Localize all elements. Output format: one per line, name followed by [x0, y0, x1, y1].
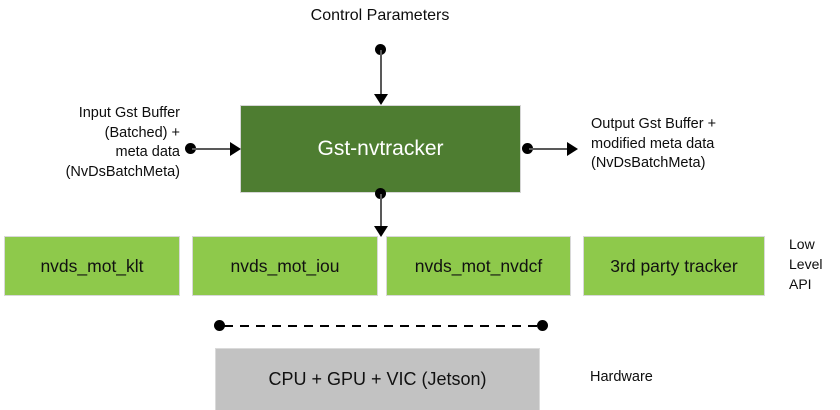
tracker-to-lowlevel-line: [379, 194, 382, 230]
gst-nvtracker-block[interactable]: Gst-nvtracker: [240, 105, 521, 193]
low-level-box-nvds-mot-klt[interactable]: nvds_mot_klt: [4, 236, 180, 296]
input-endpoint-dot: [185, 143, 196, 154]
low-level-box-label: nvds_mot_nvdcf: [414, 255, 543, 276]
low-level-box-label: 3rd party tracker: [610, 255, 738, 276]
input-arrow-head: [230, 141, 241, 156]
output-gst-buffer-label: Output Gst Buffer + modified meta data (…: [591, 116, 717, 171]
hardware-block-label: CPU + GPU + VIC (Jetson): [268, 369, 487, 389]
output-endpoint-dot: [522, 143, 533, 154]
hardware-tier-label: Hardware: [590, 369, 653, 385]
low-level-box-3rd-party-tracker[interactable]: 3rd party tracker: [583, 236, 765, 296]
output-arrow-head: [567, 141, 578, 156]
control-parameters-label: Control Parameters: [310, 7, 450, 24]
control-parameters-arrow-head: [373, 94, 388, 105]
dashed-link-left-dot: [214, 320, 225, 331]
gst-nvtracker-label: Gst-nvtracker: [317, 137, 444, 160]
low-level-box-label: nvds_mot_klt: [40, 255, 144, 276]
lowlevel-to-hardware-dashed-line: [224, 325, 538, 327]
hardware-block[interactable]: CPU + GPU + VIC (Jetson): [215, 348, 540, 410]
low-level-box-nvds-mot-nvdcf[interactable]: nvds_mot_nvdcf: [386, 236, 571, 296]
tracker-bottom-endpoint-dot: [375, 188, 386, 199]
control-parameters-endpoint-dot: [375, 44, 386, 55]
low-level-box-label: nvds_mot_iou: [230, 255, 340, 276]
output-line: [529, 147, 569, 150]
input-gst-buffer-label: Input Gst Buffer (Batched) + meta data (…: [65, 105, 180, 180]
input-line: [192, 147, 232, 150]
low-level-api-tier-label: Low Level API: [789, 236, 823, 292]
tracker-to-lowlevel-arrow-head: [373, 226, 388, 237]
dashed-link-right-dot: [537, 320, 548, 331]
low-level-box-nvds-mot-iou[interactable]: nvds_mot_iou: [192, 236, 378, 296]
control-parameters-line: [379, 50, 382, 98]
